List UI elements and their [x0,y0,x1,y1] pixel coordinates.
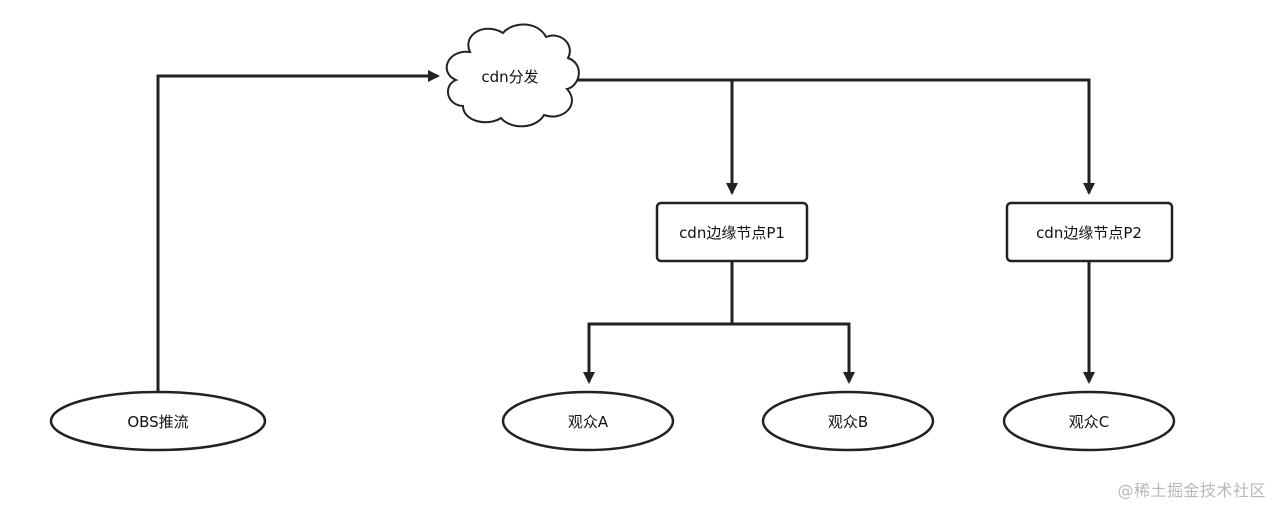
obs-push-label: OBS推流 [127,413,188,431]
viewer-c-node: 观众C [1002,390,1176,452]
viewer-a-node: 观众A [501,390,675,452]
connector-cdn-to-p1 [567,78,738,195]
edge-node-p2-box [1005,201,1174,263]
cdn-distribution-label: cdn分发 [481,68,538,86]
edge-node-p2: cdn边缘节点P2 [1005,201,1174,263]
connector-obs-to-cdn [156,70,440,392]
cloud-shape [445,23,580,128]
edge-node-p1: cdn边缘节点P1 [655,201,809,263]
watermark: @稀土掘金技术社区 [1117,481,1266,500]
viewer-b-label: 观众B [828,413,868,431]
edge-node-p2-label: cdn边缘节点P2 [1036,224,1142,242]
obs-push-node: OBS推流 [49,390,267,452]
viewer-c-label: 观众C [1069,413,1109,431]
obs-push-ellipse [49,390,267,452]
cdn-distribution-cloud: cdn分发 [445,23,580,128]
connector-p1-to-viewer-a [583,261,734,384]
viewer-a-ellipse [501,390,675,452]
viewer-b-ellipse [761,390,935,452]
viewer-b-node: 观众B [761,390,935,452]
edge-node-p1-box [655,201,809,263]
edge-node-p1-label: cdn边缘节点P1 [679,224,785,242]
viewer-c-ellipse [1002,390,1176,452]
connector-cdn-to-p2 [732,78,1095,195]
connector-p1-to-viewer-b [732,322,855,384]
viewer-a-label: 观众A [568,413,609,431]
